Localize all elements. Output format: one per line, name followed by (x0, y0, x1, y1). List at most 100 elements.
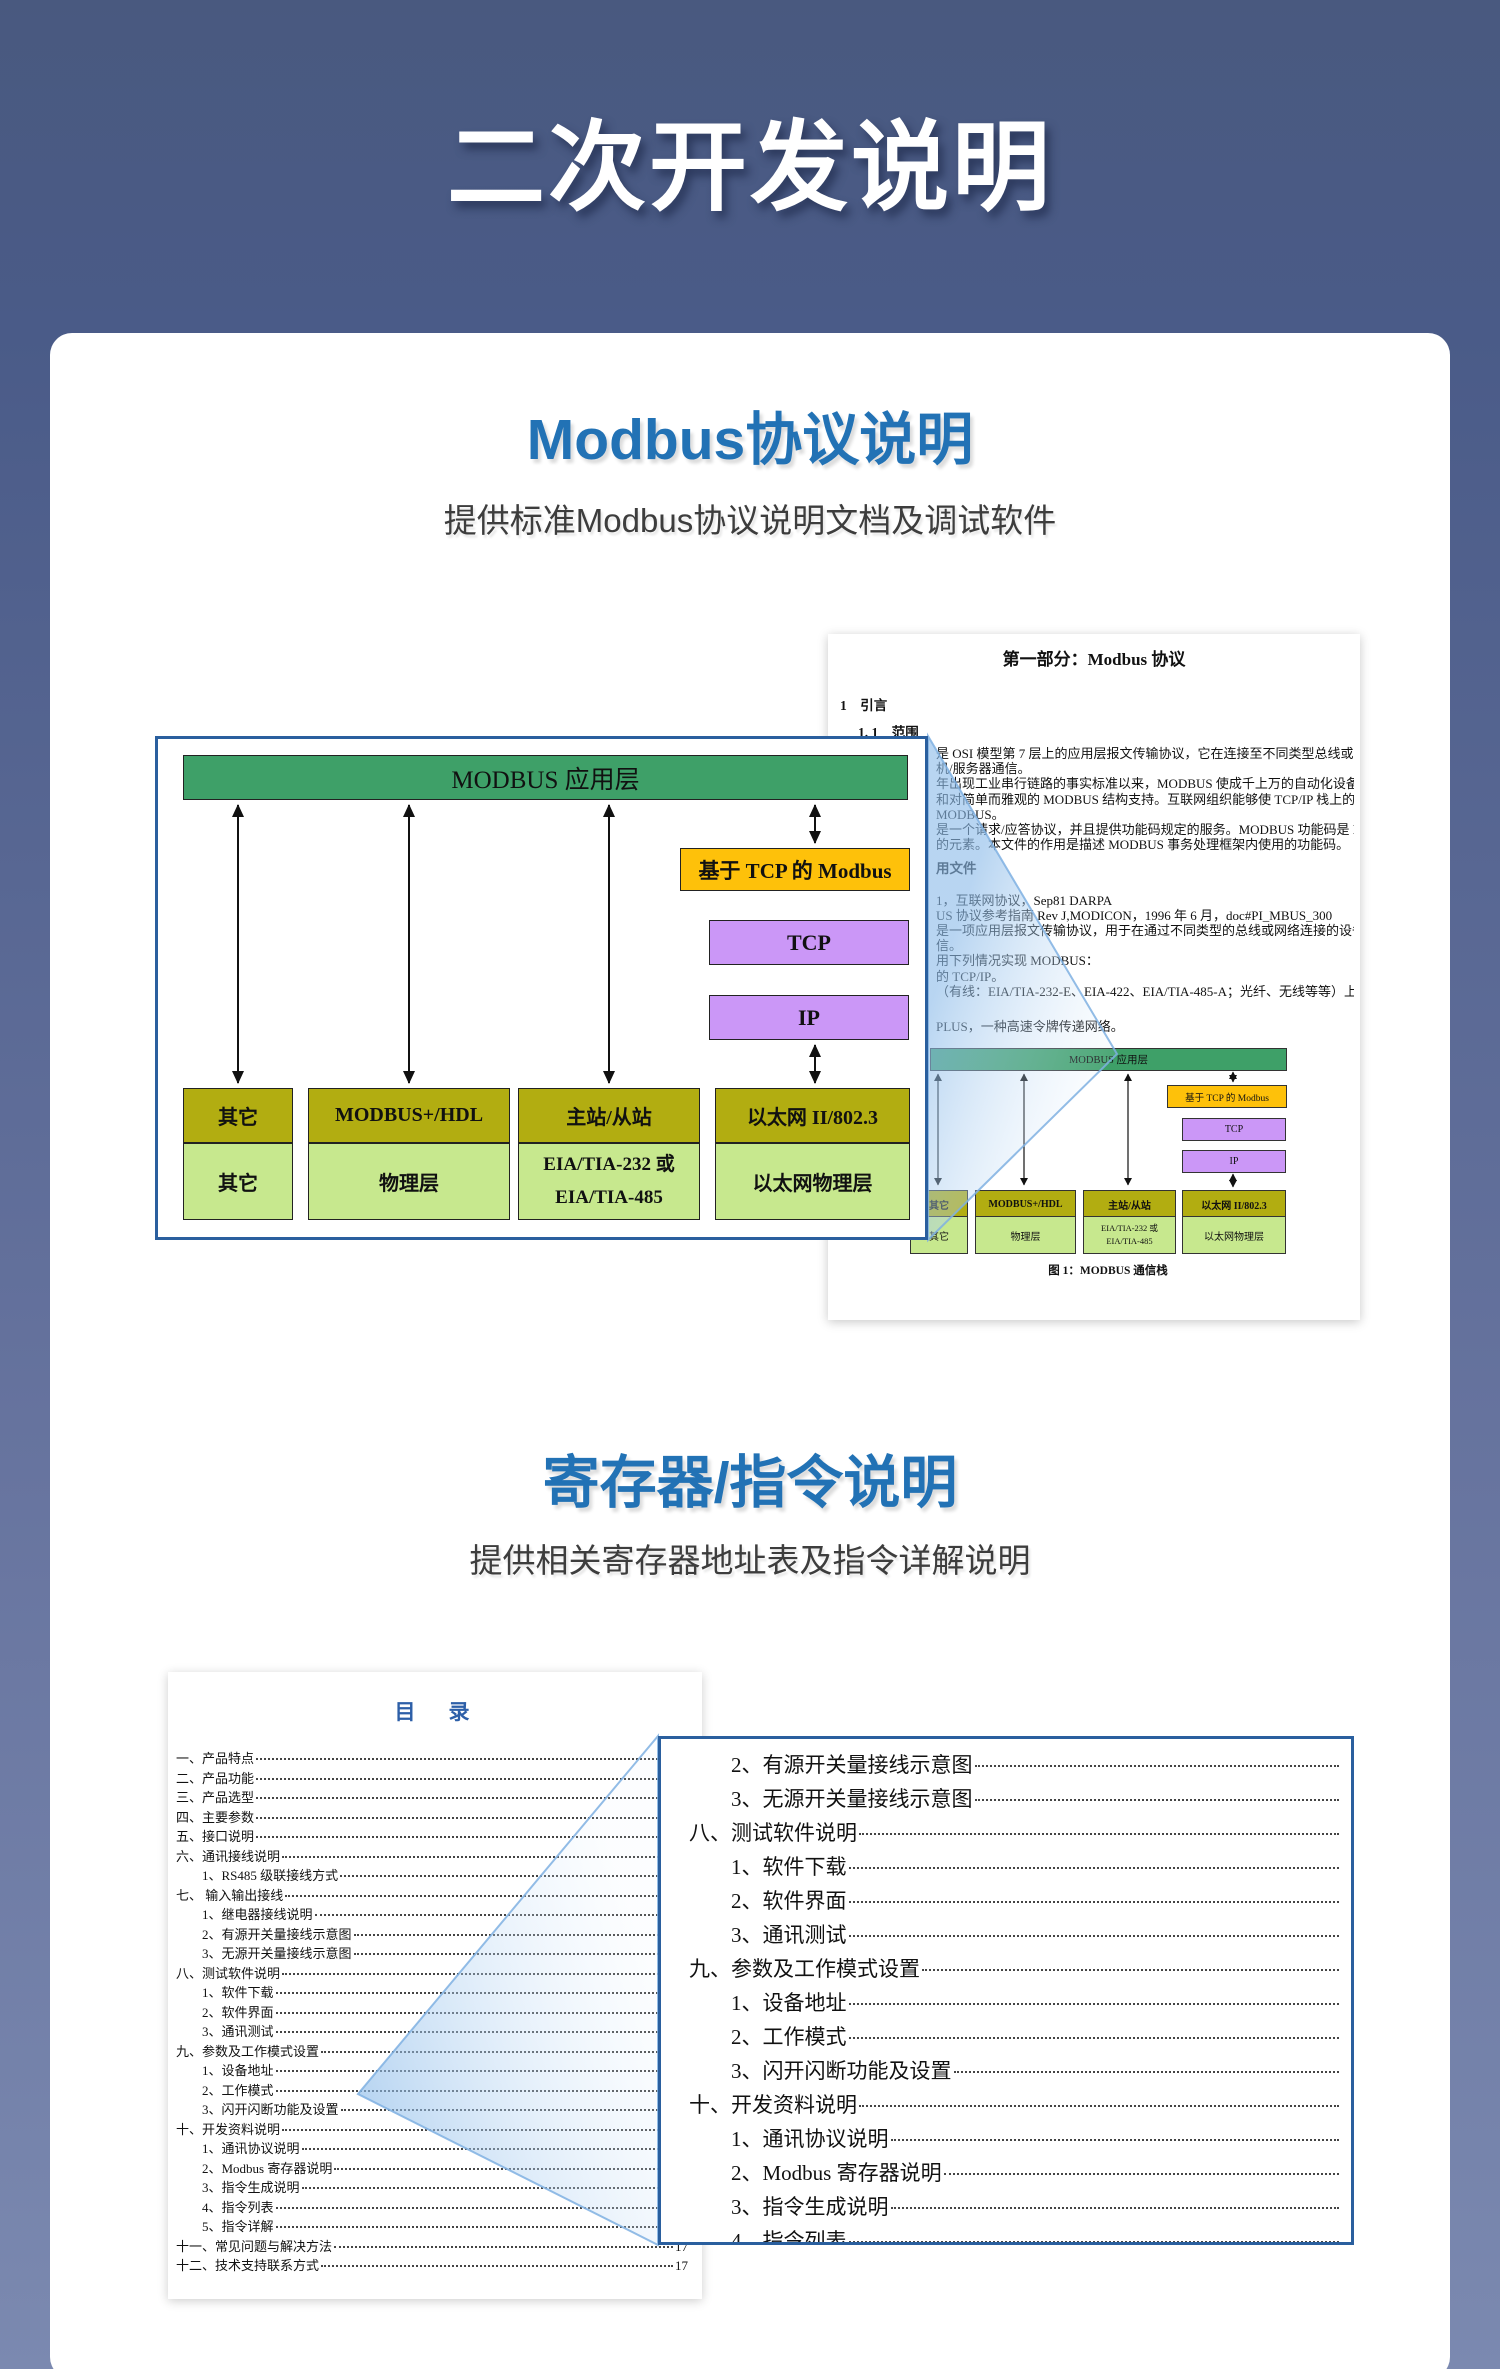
toc-item: 3、无源开关量接线示意图 (168, 1943, 688, 1963)
toc-item-label: 1、软件下载 (202, 1985, 274, 2000)
col3-bottom-label1: EIA/TIA-232 或 (543, 1154, 675, 1176)
toc-item-label: 十一、常见问题与解决方法 (176, 2238, 333, 2254)
dotted-leader (859, 1833, 1339, 1835)
dotted-leader (334, 2167, 686, 2170)
toc-item: 1、设备地址 (168, 2060, 688, 2080)
dotted-leader (353, 1933, 686, 1936)
toc-zoom-item-label: 1、设备地址 (731, 1991, 847, 2015)
toc-item: 2、有源开关量接线示意图 (168, 1924, 688, 1944)
dotted-leader (275, 2031, 686, 2033)
col4-bottom: 以太网物理层 (715, 1143, 910, 1220)
toc-item: 1、软件下载 (168, 1982, 688, 2002)
toc-zoom-item: 2、工作模式 (661, 2021, 1341, 2055)
dotted-leader (848, 2037, 1339, 2039)
dotted-leader (282, 1972, 686, 1975)
toc-item-label: 2、工作模式 (202, 2082, 274, 2098)
dotted-leader (943, 2173, 1339, 2175)
dotted-leader (282, 2128, 686, 2131)
toc-item-label: 4、指令列表 (202, 2199, 274, 2215)
toc-item-label: 3、闪开闪断功能及设置 (202, 2102, 339, 2117)
tcp-label: TCP (787, 929, 831, 955)
toc-item: 2、软件界面 (168, 2002, 688, 2022)
toc-zoom-item: 九、参数及工作模式设置 (661, 1953, 1341, 1987)
col4-bottom-label: 以太网物理层 (752, 1173, 873, 1195)
dotted-leader (321, 2050, 686, 2053)
dotted-leader (275, 2089, 686, 2092)
toc-zoom-item: 2、有源开关量接线示意图 (661, 1749, 1341, 1783)
section1-subtitle: 提供标准Modbus协议说明文档及调试软件 (443, 502, 1057, 539)
toc-item: 1、RS485 级联接线方式 (168, 1865, 688, 1885)
modbus-stack-diagram: MODBUS 应用层 基于 TCP 的 Modbus TCP IP 其它 其它 … (155, 736, 928, 1240)
toc-item: 四、主要参数 (168, 1807, 688, 1827)
toc-zoom-item-label: 3、闪开闪断功能及设置 (731, 2059, 952, 2083)
toc-item-label: 二、产品功能 (176, 1770, 255, 1786)
toc-list: 一、产品特点二、产品功能三、产品选型四、主要参数五、接口说明六、通讯接线说明 1、… (168, 1748, 688, 2275)
section2-subtitle: 提供相关寄存器地址表及指令详解说明 (469, 1542, 1031, 1579)
toc-item: 三、产品选型 (168, 1787, 688, 1807)
dotted-leader (974, 1765, 1339, 1767)
dotted-leader (321, 2265, 673, 2267)
dotted-leader (848, 1935, 1339, 1937)
dotted-leader (340, 1875, 686, 1877)
toc-item: 五、接口说明 (168, 1826, 688, 1846)
small-col3-bottom-label1: EIA/TIA-232 或 (1101, 1223, 1158, 1234)
dotted-leader (275, 2011, 686, 2014)
dotted-leader (848, 1901, 1339, 1903)
toc-item-label: 三、产品选型 (176, 1790, 255, 1805)
small-col4-top-label: 以太网 II/802.3 (1201, 1200, 1267, 1212)
dotted-leader (285, 1894, 686, 1897)
toc-zoom-item: 3、指令生成说明 (661, 2191, 1341, 2225)
app-layer-box: MODBUS 应用层 (183, 755, 908, 800)
col3-top: 主站/从站 (518, 1088, 700, 1143)
col1-top-label: 其它 (218, 1107, 258, 1129)
dotted-leader (334, 2245, 673, 2248)
toc-item-label: 3、指令生成说明 (202, 2180, 300, 2195)
toc-zoom-item-label: 1、软件下载 (731, 1855, 847, 1879)
dotted-leader (256, 1836, 686, 1838)
toc-item-label: 3、无源开关量接线示意图 (202, 1946, 352, 1961)
dotted-leader (275, 2226, 686, 2228)
toc-item: 3、通讯测试 (168, 2021, 688, 2041)
col2-bottom: 物理层 (308, 1143, 510, 1220)
toc-item: 六、通讯接线说明 (168, 1846, 688, 1866)
doc-heading-intro: 1 引言 (840, 698, 888, 713)
toc-item-label: 五、接口说明 (176, 1829, 255, 1844)
toc-zoom-item: 3、无源开关量接线示意图 (661, 1783, 1341, 1817)
toc-zoom-item: 十、开发资料说明 (661, 2089, 1341, 2123)
dotted-leader (256, 1777, 686, 1780)
toc-zoom-item-label: 十、开发资料说明 (689, 2093, 857, 2117)
small-ip-label: IP (1229, 1156, 1239, 1167)
toc-item: 1、通讯协议说明 (168, 2138, 688, 2158)
toc-zoom-item-label: 2、工作模式 (731, 2025, 847, 2049)
toc-item: 4、指令列表 (168, 2197, 688, 2217)
toc-item: 九、参数及工作模式设置 (168, 2041, 688, 2061)
small-diagram-ip-box: IP (1182, 1150, 1286, 1173)
toc-zoom-item: 2、软件界面 (661, 1885, 1341, 1919)
toc-item-label: 5、指令详解 (202, 2219, 274, 2234)
dotted-leader (301, 2148, 686, 2150)
toc-zoom-item-label: 1、通讯协议说明 (731, 2127, 889, 2151)
toc-zoom-item: 2、Modbus 寄存器说明 (661, 2157, 1341, 2191)
toc-item: 2、Modbus 寄存器说明 (168, 2158, 688, 2178)
col2-top-label: MODBUS+/HDL (334, 1104, 484, 1126)
toc-zoom-item: 1、设备地址 (661, 1987, 1341, 2021)
col2-top: MODBUS+/HDL (308, 1088, 510, 1143)
toc-item-label: 1、RS485 级联接线方式 (202, 1868, 339, 1883)
toc-item-label: 十、开发资料说明 (176, 2121, 281, 2137)
dotted-leader (974, 1799, 1339, 1801)
toc-zoom-item-label: 2、有源开关量接线示意图 (731, 1753, 973, 1777)
toc-item-label: 一、产品特点 (176, 1751, 255, 1766)
toc-zoom-item-label: 3、无源开关量接线示意图 (731, 1787, 973, 1811)
col4-top: 以太网 II/802.3 (715, 1088, 910, 1143)
toc-item-label: 2、软件界面 (202, 2004, 274, 2020)
dotted-leader (859, 2105, 1339, 2107)
toc-zoom-item-label: 九、参数及工作模式设置 (689, 1957, 920, 1981)
toc-zoom-item: 4、指令列表 (661, 2225, 1341, 2242)
app-layer-label: MODBUS 应用层 (451, 766, 640, 794)
dotted-leader (848, 1867, 1339, 1869)
dotted-leader (275, 2206, 686, 2209)
